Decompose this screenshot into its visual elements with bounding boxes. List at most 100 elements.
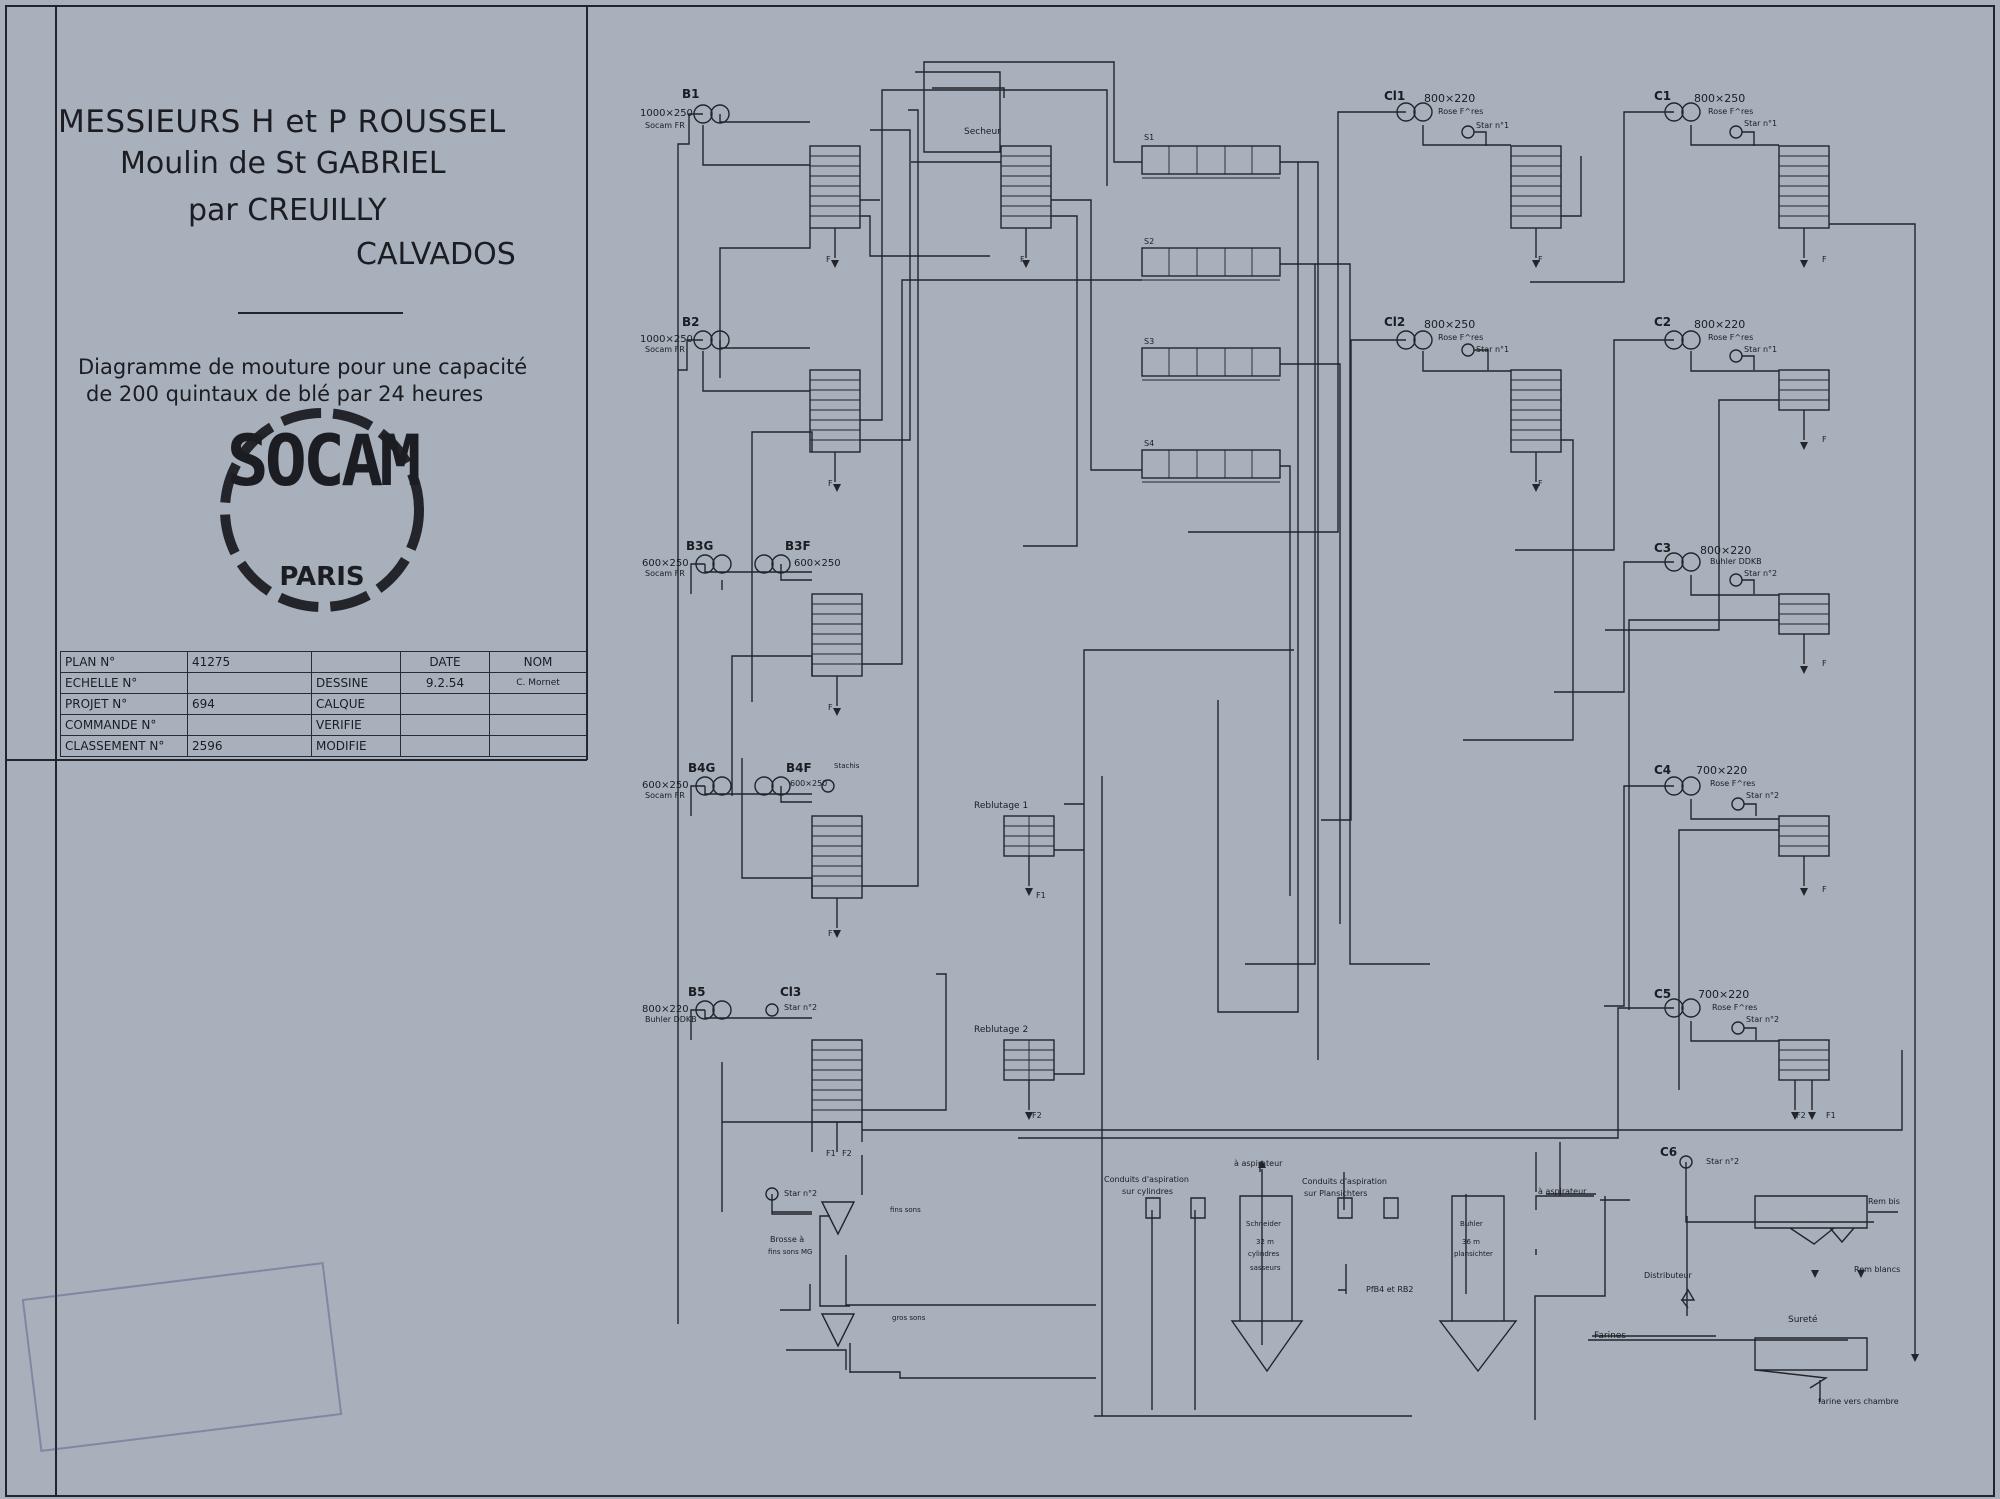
svg-text:Buhler DDKB: Buhler DDKB <box>1710 557 1762 566</box>
svg-text:800×220: 800×220 <box>642 1004 689 1015</box>
svg-text:Brosse à: Brosse à <box>770 1235 804 1244</box>
svg-text:F: F <box>1538 479 1543 488</box>
svg-text:Rem blancs: Rem blancs <box>1854 1265 1900 1274</box>
projet-value: 694 <box>187 693 312 715</box>
svg-text:Conduits d'aspiration: Conduits d'aspiration <box>1302 1177 1387 1186</box>
svg-text:S3: S3 <box>1144 337 1154 346</box>
svg-text:C4: C4 <box>1654 763 1671 777</box>
svg-text:Star n°1: Star n°1 <box>1744 345 1777 354</box>
dessine-date: 9.2.54 <box>400 672 490 694</box>
client-name: MESSIEURS H et P ROUSSEL <box>58 104 506 140</box>
town-name: par CREUILLY <box>188 193 387 228</box>
svg-text:F: F <box>1538 255 1543 264</box>
svg-text:plansichter: plansichter <box>1454 1250 1493 1258</box>
svg-text:Socam FR: Socam FR <box>645 345 685 354</box>
svg-text:Rose F^res: Rose F^res <box>1712 1003 1757 1012</box>
svg-text:600×250: 600×250 <box>794 558 841 569</box>
svg-text:S1: S1 <box>1144 133 1154 142</box>
svg-text:F2: F2 <box>1032 1111 1042 1120</box>
svg-text:800×220: 800×220 <box>1424 92 1475 105</box>
svg-text:1000×250: 1000×250 <box>640 334 693 345</box>
svg-text:B4G: B4G <box>688 761 715 775</box>
svg-text:C3: C3 <box>1654 541 1671 555</box>
plan-value: 41275 <box>187 651 312 673</box>
svg-text:F: F <box>1822 255 1827 264</box>
svg-text:farine vers chambre: farine vers chambre <box>1818 1397 1899 1406</box>
svg-text:PfB4 et RB2: PfB4 et RB2 <box>1366 1285 1414 1294</box>
svg-text:Buhler: Buhler <box>1460 1220 1483 1228</box>
nom-header: NOM <box>489 651 587 673</box>
svg-text:600×250: 600×250 <box>642 780 689 791</box>
svg-text:Secheur: Secheur <box>964 127 1001 137</box>
svg-text:Cl2: Cl2 <box>1384 315 1405 329</box>
svg-text:B3G: B3G <box>686 539 713 553</box>
svg-text:1000×250: 1000×250 <box>640 108 693 119</box>
socam-logo-city: PARIS <box>279 562 365 592</box>
svg-text:S2: S2 <box>1144 237 1154 246</box>
svg-text:S4: S4 <box>1144 439 1154 448</box>
svg-text:Star n°2: Star n°2 <box>784 1003 817 1012</box>
svg-text:Cl3: Cl3 <box>780 985 801 999</box>
diagram-subtitle-line1: Diagramme de mouture pour une capacité <box>78 355 528 379</box>
projet-label: PROJET N° <box>60 693 188 715</box>
department-name: CALVADOS <box>356 237 516 272</box>
svg-text:Star n°2: Star n°2 <box>1746 1015 1779 1024</box>
svg-text:Distributeur: Distributeur <box>1644 1271 1692 1280</box>
dessine-name: C. Mornet <box>489 672 587 694</box>
svg-text:Star n°2: Star n°2 <box>1744 569 1777 578</box>
svg-text:Star n°2: Star n°2 <box>1746 791 1779 800</box>
svg-text:B5: B5 <box>688 985 706 999</box>
svg-text:F1: F1 <box>1826 1111 1836 1120</box>
roll-pairs <box>693 102 1701 1020</box>
svg-text:Socam FR: Socam FR <box>645 121 685 130</box>
svg-text:fins sons: fins sons <box>890 1206 921 1214</box>
svg-text:800×220: 800×220 <box>1700 544 1751 557</box>
svg-text:Star n°2: Star n°2 <box>784 1189 817 1198</box>
svg-text:sasseurs: sasseurs <box>1250 1264 1281 1272</box>
svg-text:B2: B2 <box>682 315 700 329</box>
svg-text:800×250: 800×250 <box>1694 92 1745 105</box>
svg-text:600×250: 600×250 <box>642 558 689 569</box>
svg-text:à aspirateur: à aspirateur <box>1234 1159 1283 1168</box>
svg-text:F: F <box>1020 255 1025 264</box>
svg-text:600×250: 600×250 <box>790 779 827 788</box>
echelle-label: ECHELLE N° <box>60 672 188 694</box>
date-header: DATE <box>400 651 490 673</box>
mill-name: Moulin de St GABRIEL <box>120 146 446 181</box>
svg-text:F1: F1 <box>826 1149 836 1158</box>
title-block-table: PLAN N° 41275 DATE NOM ECHELLE N° DESSIN… <box>60 651 587 757</box>
svg-text:Cl1: Cl1 <box>1384 89 1405 103</box>
calque-label: CALQUE <box>311 693 401 715</box>
svg-text:F: F <box>828 479 833 488</box>
diagram-subtitle-line2: de 200 quintaux de blé par 24 heures <box>86 382 484 406</box>
svg-text:Socam FR: Socam FR <box>645 569 685 578</box>
svg-text:Star n°2: Star n°2 <box>1706 1157 1739 1166</box>
svg-text:C5: C5 <box>1654 987 1671 1001</box>
svg-text:Reblutage 1: Reblutage 1 <box>974 801 1028 811</box>
svg-text:F: F <box>1822 885 1827 894</box>
svg-text:C1: C1 <box>1654 89 1671 103</box>
svg-text:Socam FR: Socam FR <box>645 791 685 800</box>
classement-value: 2596 <box>187 735 312 757</box>
svg-text:F: F <box>826 255 831 264</box>
svg-text:Rose F^res: Rose F^res <box>1438 107 1483 116</box>
svg-text:700×220: 700×220 <box>1696 764 1747 777</box>
plan-label: PLAN N° <box>60 651 188 673</box>
socam-logo: SOCAM <box>226 420 422 502</box>
svg-text:gros sons: gros sons <box>892 1314 926 1322</box>
svg-text:Rose F^res: Rose F^res <box>1710 779 1755 788</box>
svg-text:Star n°1: Star n°1 <box>1744 119 1777 128</box>
svg-text:B4F: B4F <box>786 761 812 775</box>
svg-text:800×220: 800×220 <box>1694 318 1745 331</box>
svg-text:36 m: 36 m <box>1462 1238 1480 1246</box>
svg-text:Reblutage 2: Reblutage 2 <box>974 1025 1028 1035</box>
svg-text:F: F <box>1822 659 1827 668</box>
svg-text:Star n°1: Star n°1 <box>1476 121 1509 130</box>
svg-text:B3F: B3F <box>785 539 811 553</box>
svg-text:Stachis: Stachis <box>834 762 860 770</box>
svg-text:Rose F^res: Rose F^res <box>1708 107 1753 116</box>
svg-text:à aspirateur: à aspirateur <box>1538 1187 1587 1196</box>
svg-text:Conduits d'aspiration: Conduits d'aspiration <box>1104 1175 1189 1184</box>
